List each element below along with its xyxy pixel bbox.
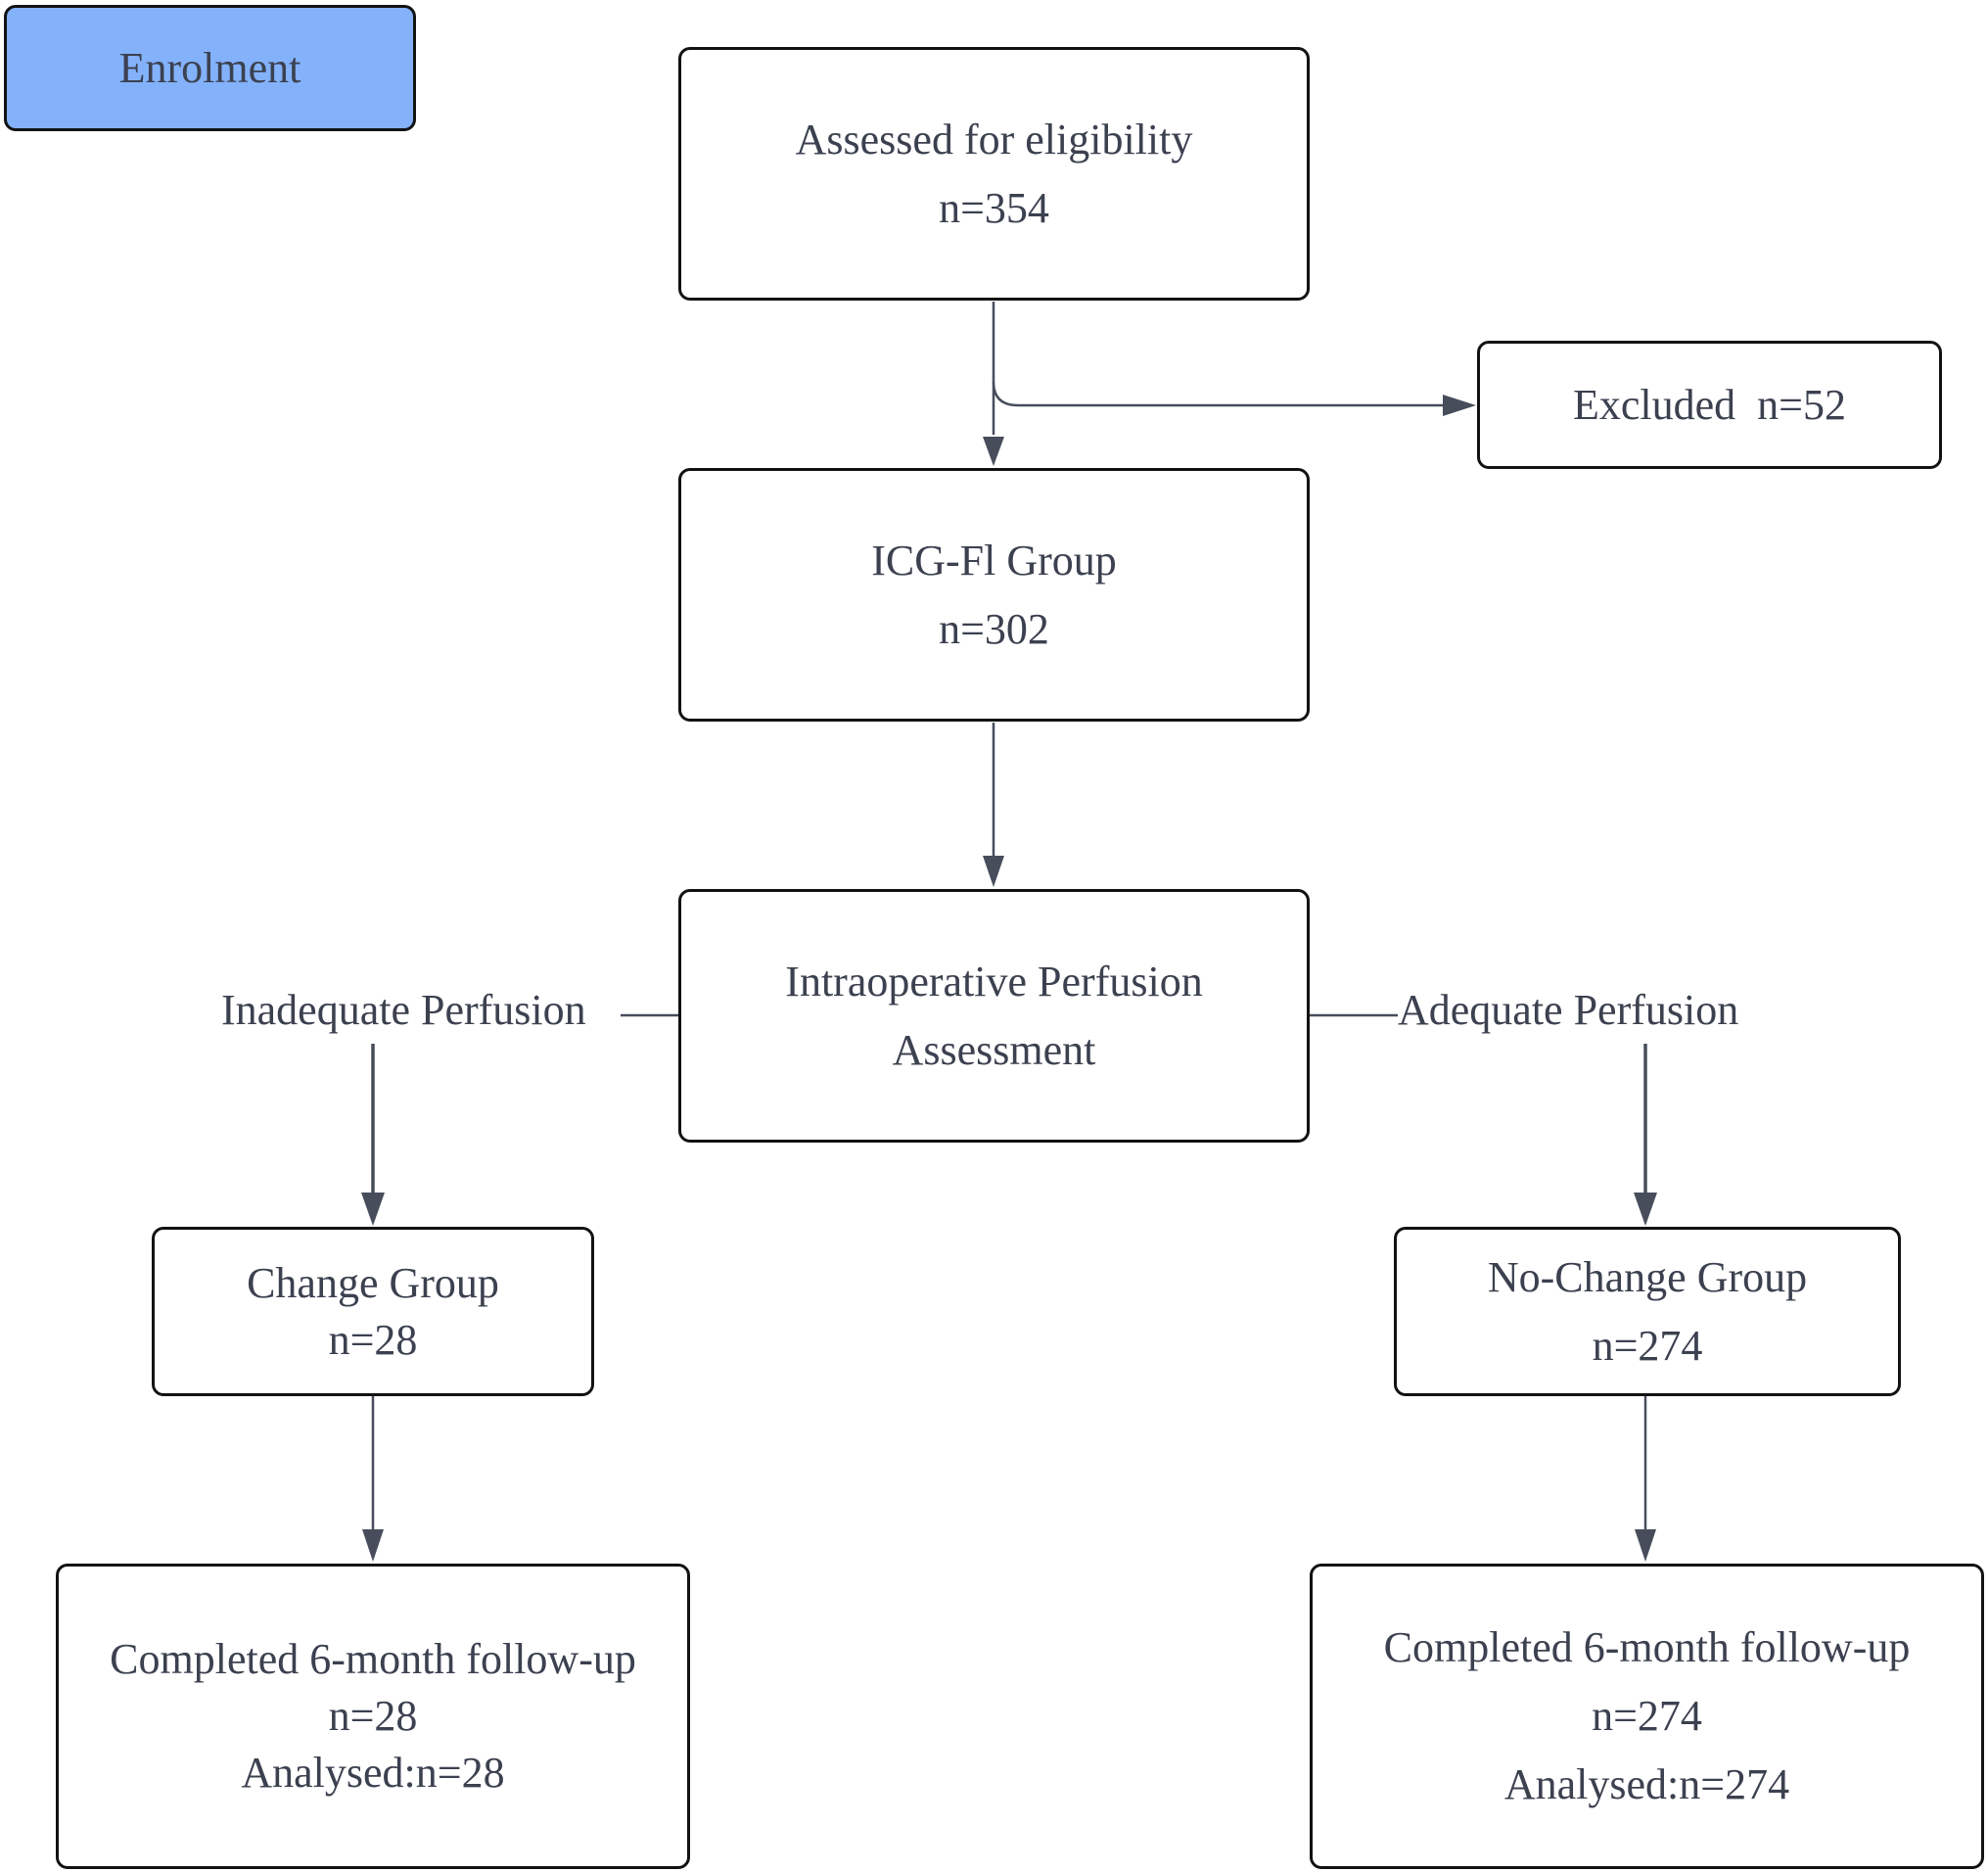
followup-no-change-count: n=274 (1592, 1692, 1702, 1740)
followup-no-change-analysed: Analysed:n=274 (1503, 1760, 1790, 1808)
assessment-line-1: Intraoperative Perfusion (785, 957, 1203, 1006)
box-assessed-for-eligibility: Assessed for eligibility n=354 (678, 47, 1310, 301)
arrowhead-icg (983, 437, 1004, 466)
assessed-title: Assessed for eligibility (795, 115, 1193, 164)
box-excluded: Excluded n=52 (1477, 341, 1942, 469)
arrowhead-followup-change (362, 1529, 384, 1562)
branch-label-inadequate: Inadequate Perfusion (221, 986, 586, 1034)
icg-count: n=302 (939, 604, 1049, 653)
followup-no-change-title: Completed 6-month follow-up (1383, 1623, 1911, 1671)
branch-label-adequate: Adequate Perfusion (1398, 986, 1739, 1034)
followup-change-title: Completed 6-month follow-up (110, 1635, 636, 1683)
phase-label-enrolment: Enrolment (4, 5, 416, 131)
assessment-line-2: Assessment (892, 1025, 1096, 1074)
arrow-to-excluded (992, 381, 1443, 407)
box-perfusion-assessment: Intraoperative Perfusion Assessment (678, 889, 1310, 1143)
arrowhead-excluded (1443, 395, 1476, 416)
excluded-text: Excluded n=52 (1573, 380, 1846, 429)
change-count: n=28 (328, 1315, 418, 1364)
arrowhead-change (361, 1193, 385, 1226)
followup-change-analysed: Analysed:n=28 (241, 1749, 505, 1797)
arrowhead-followup-no-change (1635, 1529, 1656, 1562)
assessed-count: n=354 (939, 183, 1049, 232)
box-no-change-group: No-Change Group n=274 (1394, 1227, 1901, 1396)
phase-label-text: Enrolment (118, 43, 301, 92)
no-change-count: n=274 (1592, 1321, 1703, 1370)
arrowhead-no-change (1634, 1193, 1657, 1226)
icg-title: ICG-Fl Group (871, 536, 1117, 585)
followup-change-count: n=28 (328, 1692, 418, 1740)
box-icg-fl-group: ICG-Fl Group n=302 (678, 468, 1310, 722)
arrowhead-assessment (983, 856, 1004, 887)
box-change-group: Change Group n=28 (152, 1227, 594, 1396)
no-change-title: No-Change Group (1487, 1252, 1808, 1301)
box-followup-change: Completed 6-month follow-up n=28 Analyse… (56, 1564, 690, 1869)
box-followup-no-change: Completed 6-month follow-up n=274 Analys… (1310, 1564, 1984, 1869)
change-title: Change Group (247, 1258, 499, 1307)
